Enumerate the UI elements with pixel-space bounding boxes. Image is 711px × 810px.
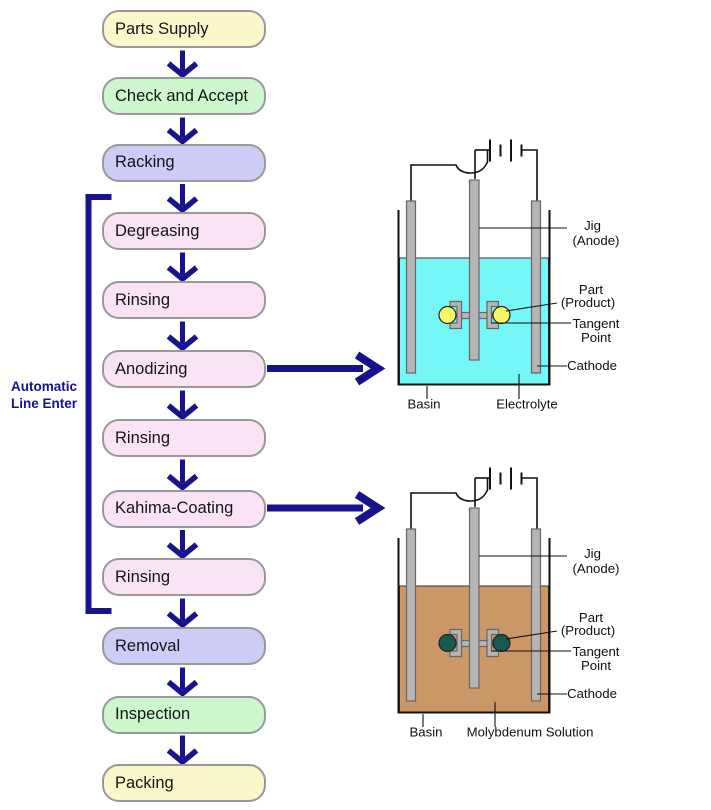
- cathode-plate-right: [530, 200, 542, 374]
- product-label: (Product): [561, 623, 615, 638]
- flow-step-label: Kahima-Coating: [115, 499, 234, 517]
- cathode-plate-left: [405, 528, 417, 702]
- flow-step-label: Packing: [115, 773, 174, 792]
- automatic-line-bracket: [85, 194, 112, 614]
- basin-walls: [397, 210, 551, 386]
- flow-step-label: Racking: [115, 153, 175, 171]
- battery-icon: [489, 139, 523, 162]
- part-product-left: [438, 633, 457, 653]
- battery-icon: [489, 467, 523, 490]
- anode-label: (Anode): [573, 561, 620, 576]
- part-product-left: [438, 305, 457, 325]
- product-label: (Product): [561, 295, 615, 310]
- flow-step-inspection: Inspection: [102, 695, 266, 734]
- anode-label: (Anode): [573, 233, 620, 248]
- label-pointer-lines: [426, 227, 571, 399]
- flow-step-label: Parts Supply: [115, 19, 209, 38]
- tangent-clamp-left: [449, 628, 463, 658]
- anodizing-process-arrow: [267, 351, 386, 386]
- cathode-plate-left: [405, 200, 417, 374]
- flow-step-label: Inspection: [115, 705, 191, 723]
- tangent-label: Tangent: [573, 316, 620, 331]
- flow-step-label: Rinsing: [115, 290, 171, 309]
- cathode-label: Cathode: [567, 358, 617, 373]
- flow-step-label: Removal: [115, 636, 181, 655]
- flow-step-rinsing-1: Rinsing: [102, 281, 266, 319]
- flow-step-label: Degreasing: [115, 221, 200, 240]
- jig-label: Jig: [584, 546, 601, 561]
- flow-step-check-and-accept: Check and Accept: [102, 77, 266, 115]
- part-label: Part: [579, 282, 604, 297]
- kahima-coating-process-arrow: [267, 491, 386, 525]
- label-pointer-lines: [422, 555, 571, 727]
- circuit-wires: [410, 477, 538, 529]
- flow-step-anodizing: Anodizing: [102, 350, 266, 388]
- point-label: Point: [581, 330, 611, 345]
- cathode-plate-right: [530, 528, 542, 702]
- flow-step-label: Rinsing: [115, 428, 171, 447]
- solution-label: Molybdenum Solution: [467, 725, 594, 740]
- flow-step-label: Check and Accept: [115, 86, 248, 105]
- flow-step-packing: Packing: [102, 764, 266, 802]
- flow-step-rinsing-2: Rinsing: [102, 419, 266, 457]
- flow-step-racking: Racking: [102, 143, 266, 182]
- circuit-wires: [410, 149, 538, 201]
- flow-step-label: Rinsing: [115, 567, 171, 586]
- flow-step-removal: Removal: [102, 627, 266, 665]
- flow-connector-arrows: [166, 50, 199, 766]
- flow-step-kahima-coating: Kahima-Coating: [102, 489, 266, 528]
- jig-anode-bar: [468, 179, 480, 361]
- part-product-right: [492, 633, 511, 653]
- point-label: Point: [581, 658, 611, 673]
- anodizing-tank-diagram: Jig (Anode) Part (Product) Tangent Point…: [397, 139, 620, 412]
- flow-step-label: Anodizing: [115, 359, 188, 378]
- part-label: Part: [579, 610, 604, 625]
- basin-label: Basin: [408, 397, 441, 412]
- flow-step-degreasing: Degreasing: [102, 212, 266, 250]
- tangent-clamp-left: [449, 300, 463, 330]
- cathode-label: Cathode: [567, 686, 617, 701]
- tangent-label: Tangent: [573, 644, 620, 659]
- basin-label: Basin: [410, 725, 443, 740]
- flow-step-rinsing-3: Rinsing: [102, 558, 266, 596]
- basin-walls: [397, 538, 551, 714]
- flow-step-parts-supply: Parts Supply: [102, 10, 266, 48]
- jig-label: Jig: [584, 218, 601, 233]
- part-product-right: [492, 305, 511, 325]
- jig-anode-bar: [468, 507, 480, 689]
- solution-label: Electrolyte: [496, 397, 558, 412]
- automatic-line-enter-label: Automatic Line Enter: [10, 379, 77, 411]
- kahima-coating-tank-diagram: Jig (Anode) Part (Product) Tangent Point…: [397, 467, 620, 740]
